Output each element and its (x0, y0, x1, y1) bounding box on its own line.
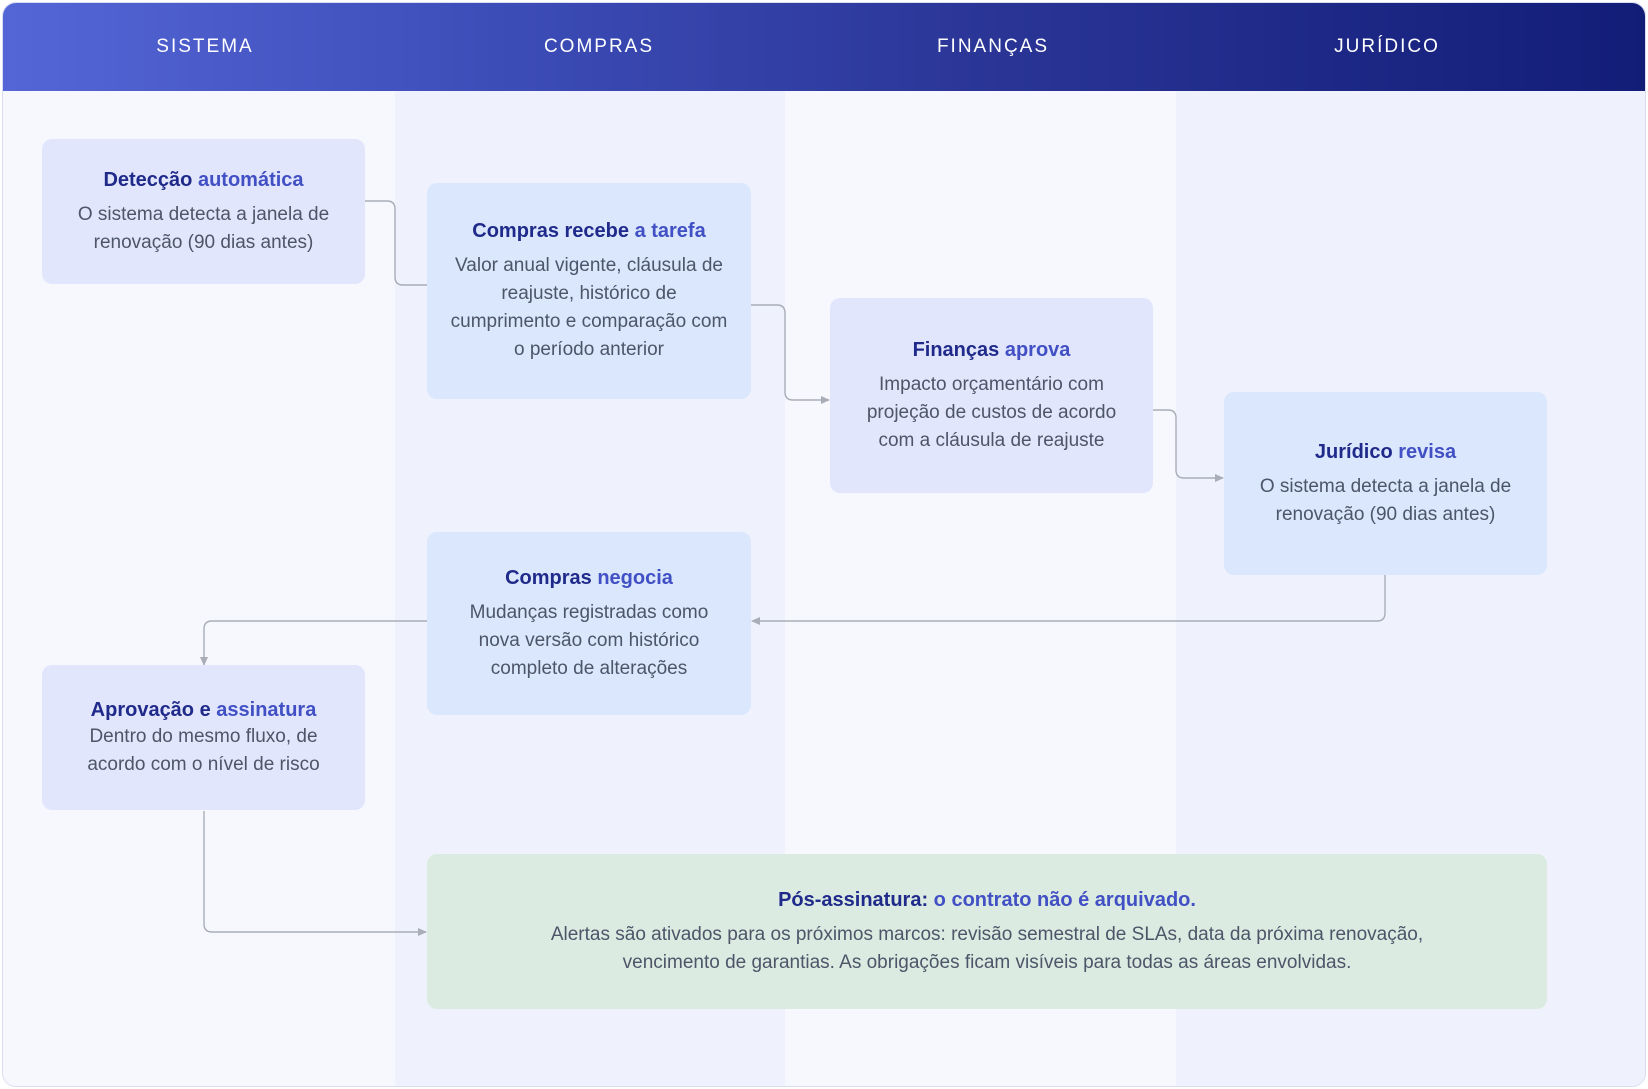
lane-title-financas: FINANÇAS (936, 36, 1050, 57)
step-juridico-revisa: Jurídico revisa O sistema detecta a jane… (1224, 392, 1547, 575)
step-pos-assinatura: Pós-assinatura: o contrato não é arquiva… (427, 854, 1547, 1009)
step-title-accent: o contrato não é arquivado. (933, 888, 1196, 911)
step-title-main: Detecção (103, 168, 198, 191)
step-title-main: Jurídico (1314, 440, 1399, 463)
connector-negocia-to-assinatura (200, 620, 427, 666)
step-title-main: Compras recebe (472, 220, 635, 242)
step-title-accent: negocia (597, 566, 673, 589)
step-compras-negocia: Compras negocia Mudanças registradas com… (427, 532, 751, 715)
step-deteccao-automatica: Detecção automática O sistema detecta a … (42, 139, 365, 284)
step-description: Valor anual vigente, cláusula de reajust… (450, 255, 728, 360)
step-title-accent: aprova (1004, 338, 1071, 361)
connector-compras-to-financas (751, 304, 830, 404)
step-title-main: Compras (505, 566, 598, 589)
step-title: Compras recebe a tarefa (472, 218, 705, 244)
connector-lines (200, 200, 1386, 936)
step-title-main: Aprovação e (90, 698, 217, 721)
connector-financas-to-juridico (1153, 409, 1224, 482)
step-title-accent: assinatura (216, 698, 317, 721)
step-title-main: Finanças (912, 338, 1005, 361)
step-title: Compras negocia (505, 565, 673, 591)
lane-title-sistema: SISTEMA (156, 36, 254, 57)
step-description: O sistema detecta a janela de renovação … (77, 203, 330, 253)
step-compras-recebe-tarefa: Compras recebe a tarefa Valor anual vige… (427, 183, 751, 399)
step-title: Aprovação e assinatura (91, 697, 317, 723)
step-title-main: Pós-assinatura: (778, 888, 934, 911)
step-title: Jurídico revisa (1315, 439, 1456, 465)
step-description: O sistema detecta a janela de renovação … (1259, 475, 1512, 525)
step-title: Detecção automática (103, 167, 303, 193)
step-title-accent: automática (197, 168, 304, 191)
step-description: Dentro do mesmo fluxo, de acordo com o n… (87, 725, 320, 775)
step-financas-aprova: Finanças aprova Impacto orçamentário com… (830, 298, 1153, 493)
lane-title-juridico: JURÍDICO (1334, 36, 1440, 57)
connector-deteccao-to-compras (365, 200, 440, 289)
step-description: Mudanças registradas como nova versão co… (469, 601, 709, 679)
step-description: Impacto orçamentário com projeção de cus… (866, 373, 1117, 451)
connector-juridico-to-negocia (751, 575, 1386, 625)
lane-header: SISTEMA COMPRAS FINANÇAS JURÍDICO (3, 3, 1645, 91)
step-title: Finanças aprova (913, 337, 1071, 363)
lane-title-compras: COMPRAS (543, 36, 655, 57)
step-description: Alertas são ativados para os próximos ma… (550, 923, 1424, 973)
step-title-accent: revisa (1398, 440, 1457, 463)
step-title-accent: a tarefa (634, 220, 706, 242)
step-aprovacao-assinatura: Aprovação e assinatura Dentro do mesmo f… (42, 665, 365, 810)
step-title: Pós-assinatura: o contrato não é arquiva… (778, 887, 1196, 913)
connector-assinatura-to-pos (203, 811, 427, 936)
